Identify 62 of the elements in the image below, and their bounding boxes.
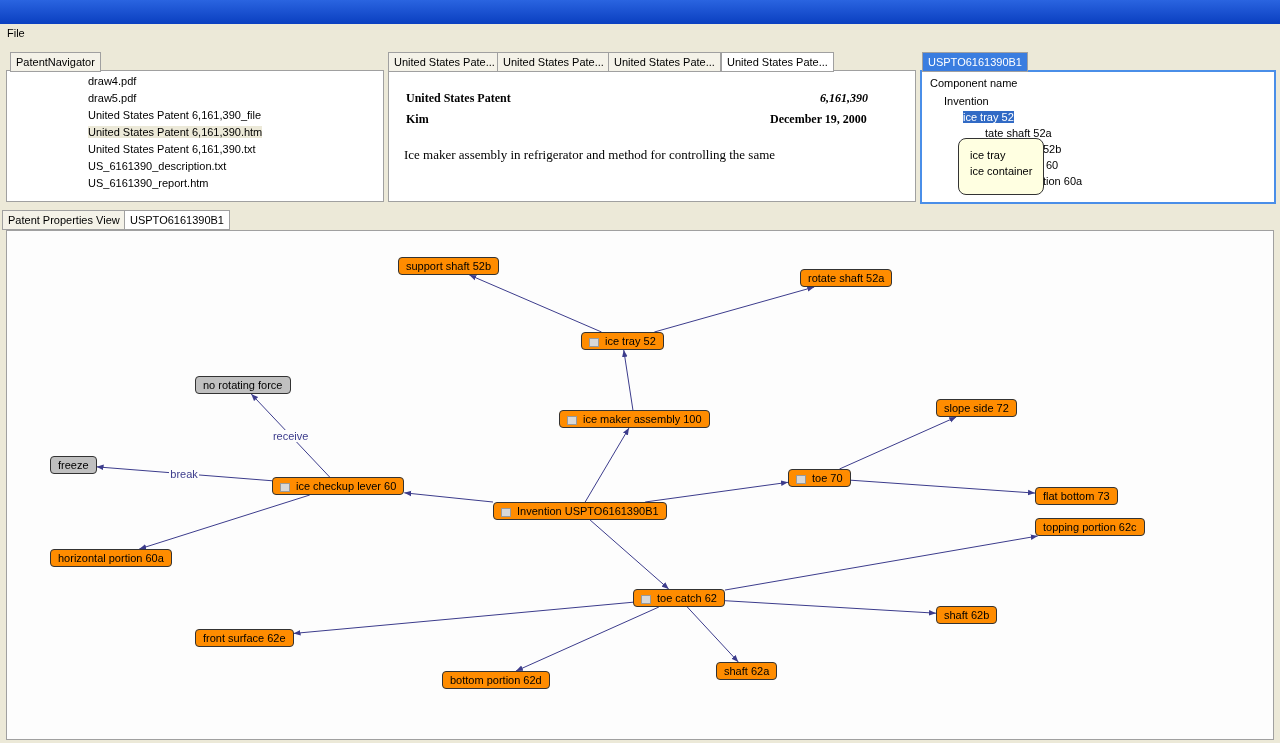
arrow <box>622 349 634 411</box>
tab: USPTO6161390B1 <box>922 52 1028 72</box>
tab: United States Pate... <box>497 52 610 72</box>
patent-date: December 19, 2000 <box>770 112 867 127</box>
tooltip-text: ice container <box>970 165 1033 177</box>
tab: Patent Properties View <box>2 210 126 230</box>
tree-item: 52b <box>1043 143 1062 155</box>
document-heading: United States Patent <box>406 91 511 106</box>
component-box: bottom portion 62d <box>442 671 550 689</box>
tree-item: tate shaft 52a <box>985 127 1052 139</box>
column-header: Component name <box>930 77 1018 89</box>
arrow <box>653 286 815 333</box>
file-name: US_6161390_description.txt <box>88 160 227 172</box>
component-box: slope side 72 <box>936 399 1017 417</box>
tree-item: Invention <box>944 95 989 107</box>
arrow <box>293 601 634 636</box>
component-box: flat bottom 73 <box>1035 487 1118 505</box>
component-box: shaft 62a <box>716 662 778 680</box>
tab: United States Pate... <box>608 52 721 72</box>
arrow <box>850 479 1036 496</box>
tab: PatentNavigator <box>10 52 101 72</box>
component-box: topping portion 62c <box>1035 518 1145 536</box>
patent-number: 6,161,390 <box>820 91 868 106</box>
component-box: Invention USPTO6161390B1 <box>493 502 667 520</box>
component-box: front surface 62e <box>195 629 294 647</box>
tree-item: ice tray 52 <box>963 111 1014 123</box>
arrow <box>724 534 1039 591</box>
component-box: no rotating force <box>195 376 291 394</box>
component-box: horizontal portion 60a <box>50 549 172 567</box>
tree-item: 60 <box>1046 159 1059 171</box>
arrow <box>138 494 311 550</box>
patent-title: Ice maker assembly in refrigerator and method for controlling the same <box>404 147 776 163</box>
arrow <box>250 393 331 478</box>
component-box: ice tray 52 <box>581 332 664 350</box>
file-name: draw4.pdf <box>88 75 137 87</box>
component-box: support shaft 52b <box>398 257 499 275</box>
folder-name: United States Patent 6,161,390_file <box>88 109 262 121</box>
arrow <box>724 600 937 616</box>
file-name: United States Patent 6,161,390.htm <box>88 126 263 138</box>
tree-item: tion 60a <box>1043 175 1083 187</box>
arrow <box>515 606 660 672</box>
inventor-name: Kim <box>406 112 429 127</box>
component-box: shaft 62b <box>936 606 998 624</box>
file-name: United States Patent 6,161,390.txt <box>88 143 256 155</box>
arrow <box>584 427 630 503</box>
arrow <box>589 519 670 590</box>
file-name: US_6161390_report.htm <box>88 177 209 189</box>
arrow <box>839 416 957 470</box>
component-box: toe 70 <box>788 469 851 487</box>
arrow <box>686 606 739 663</box>
tab: United States Pate... <box>721 52 834 72</box>
arrow <box>403 490 494 503</box>
menu-item: File <box>7 27 25 39</box>
component-box: rotate shaft 52a <box>800 269 893 287</box>
component-box: freeze <box>50 456 97 474</box>
tooltip-text: ice tray <box>970 149 1006 161</box>
file-name: draw5.pdf <box>88 92 137 104</box>
component-box: ice maker assembly 100 <box>559 410 710 428</box>
component-box: toe catch 62 <box>633 589 725 607</box>
component-box: ice checkup lever 60 <box>272 477 405 495</box>
tab: USPTO6161390B1 <box>124 210 230 230</box>
arrow <box>468 274 602 333</box>
